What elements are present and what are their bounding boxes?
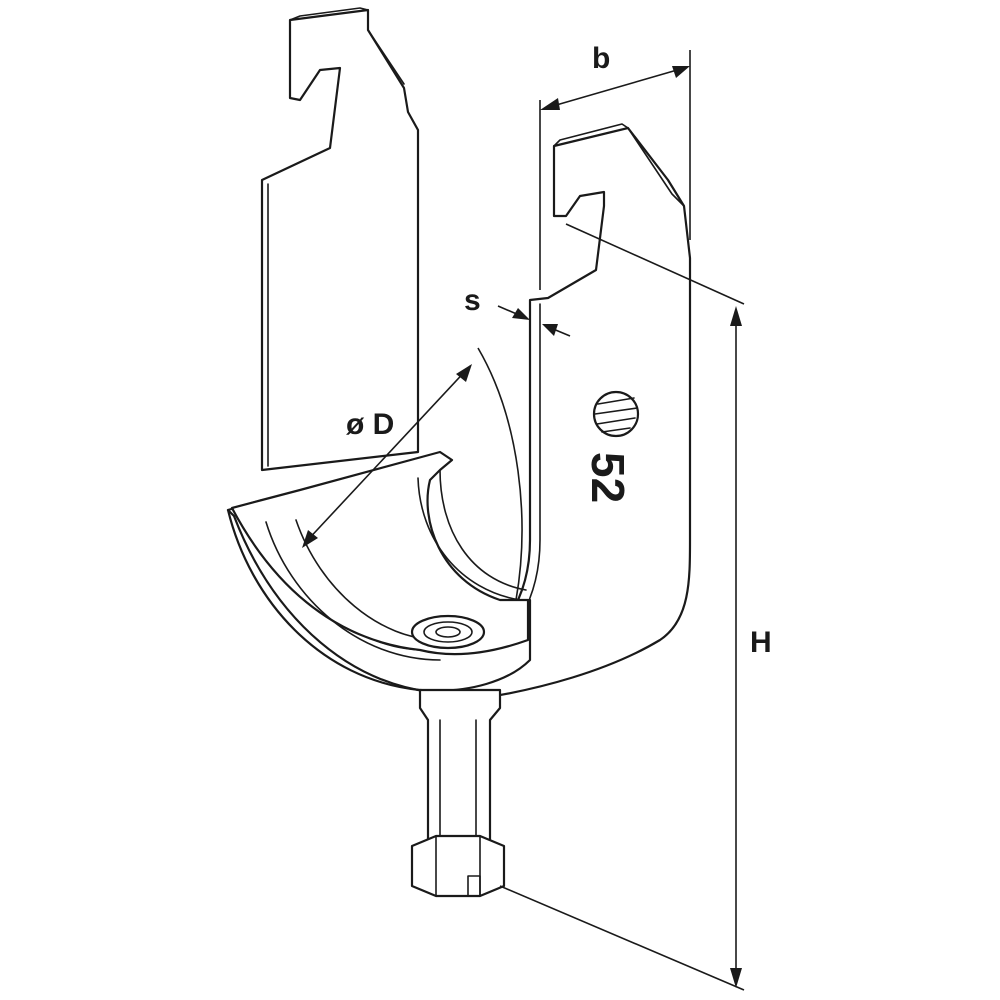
screw-head (410, 614, 486, 650)
dimension-s-label: s (464, 284, 481, 317)
size-mark-icon (592, 390, 640, 438)
cable-cradle (226, 450, 532, 694)
dimension-b (539, 50, 691, 290)
size-marking-text: 52 (582, 452, 634, 503)
dimension-h-label: H (750, 626, 772, 659)
dimension-h (499, 223, 745, 991)
dimension-diameter-label: ø D (346, 408, 394, 441)
dimension-s (497, 305, 571, 337)
dimension-diameter (302, 347, 523, 601)
threaded-stud (418, 688, 502, 842)
dimension-b-label: b (592, 42, 610, 75)
hex-nut (410, 834, 506, 898)
back-leg (260, 7, 420, 472)
